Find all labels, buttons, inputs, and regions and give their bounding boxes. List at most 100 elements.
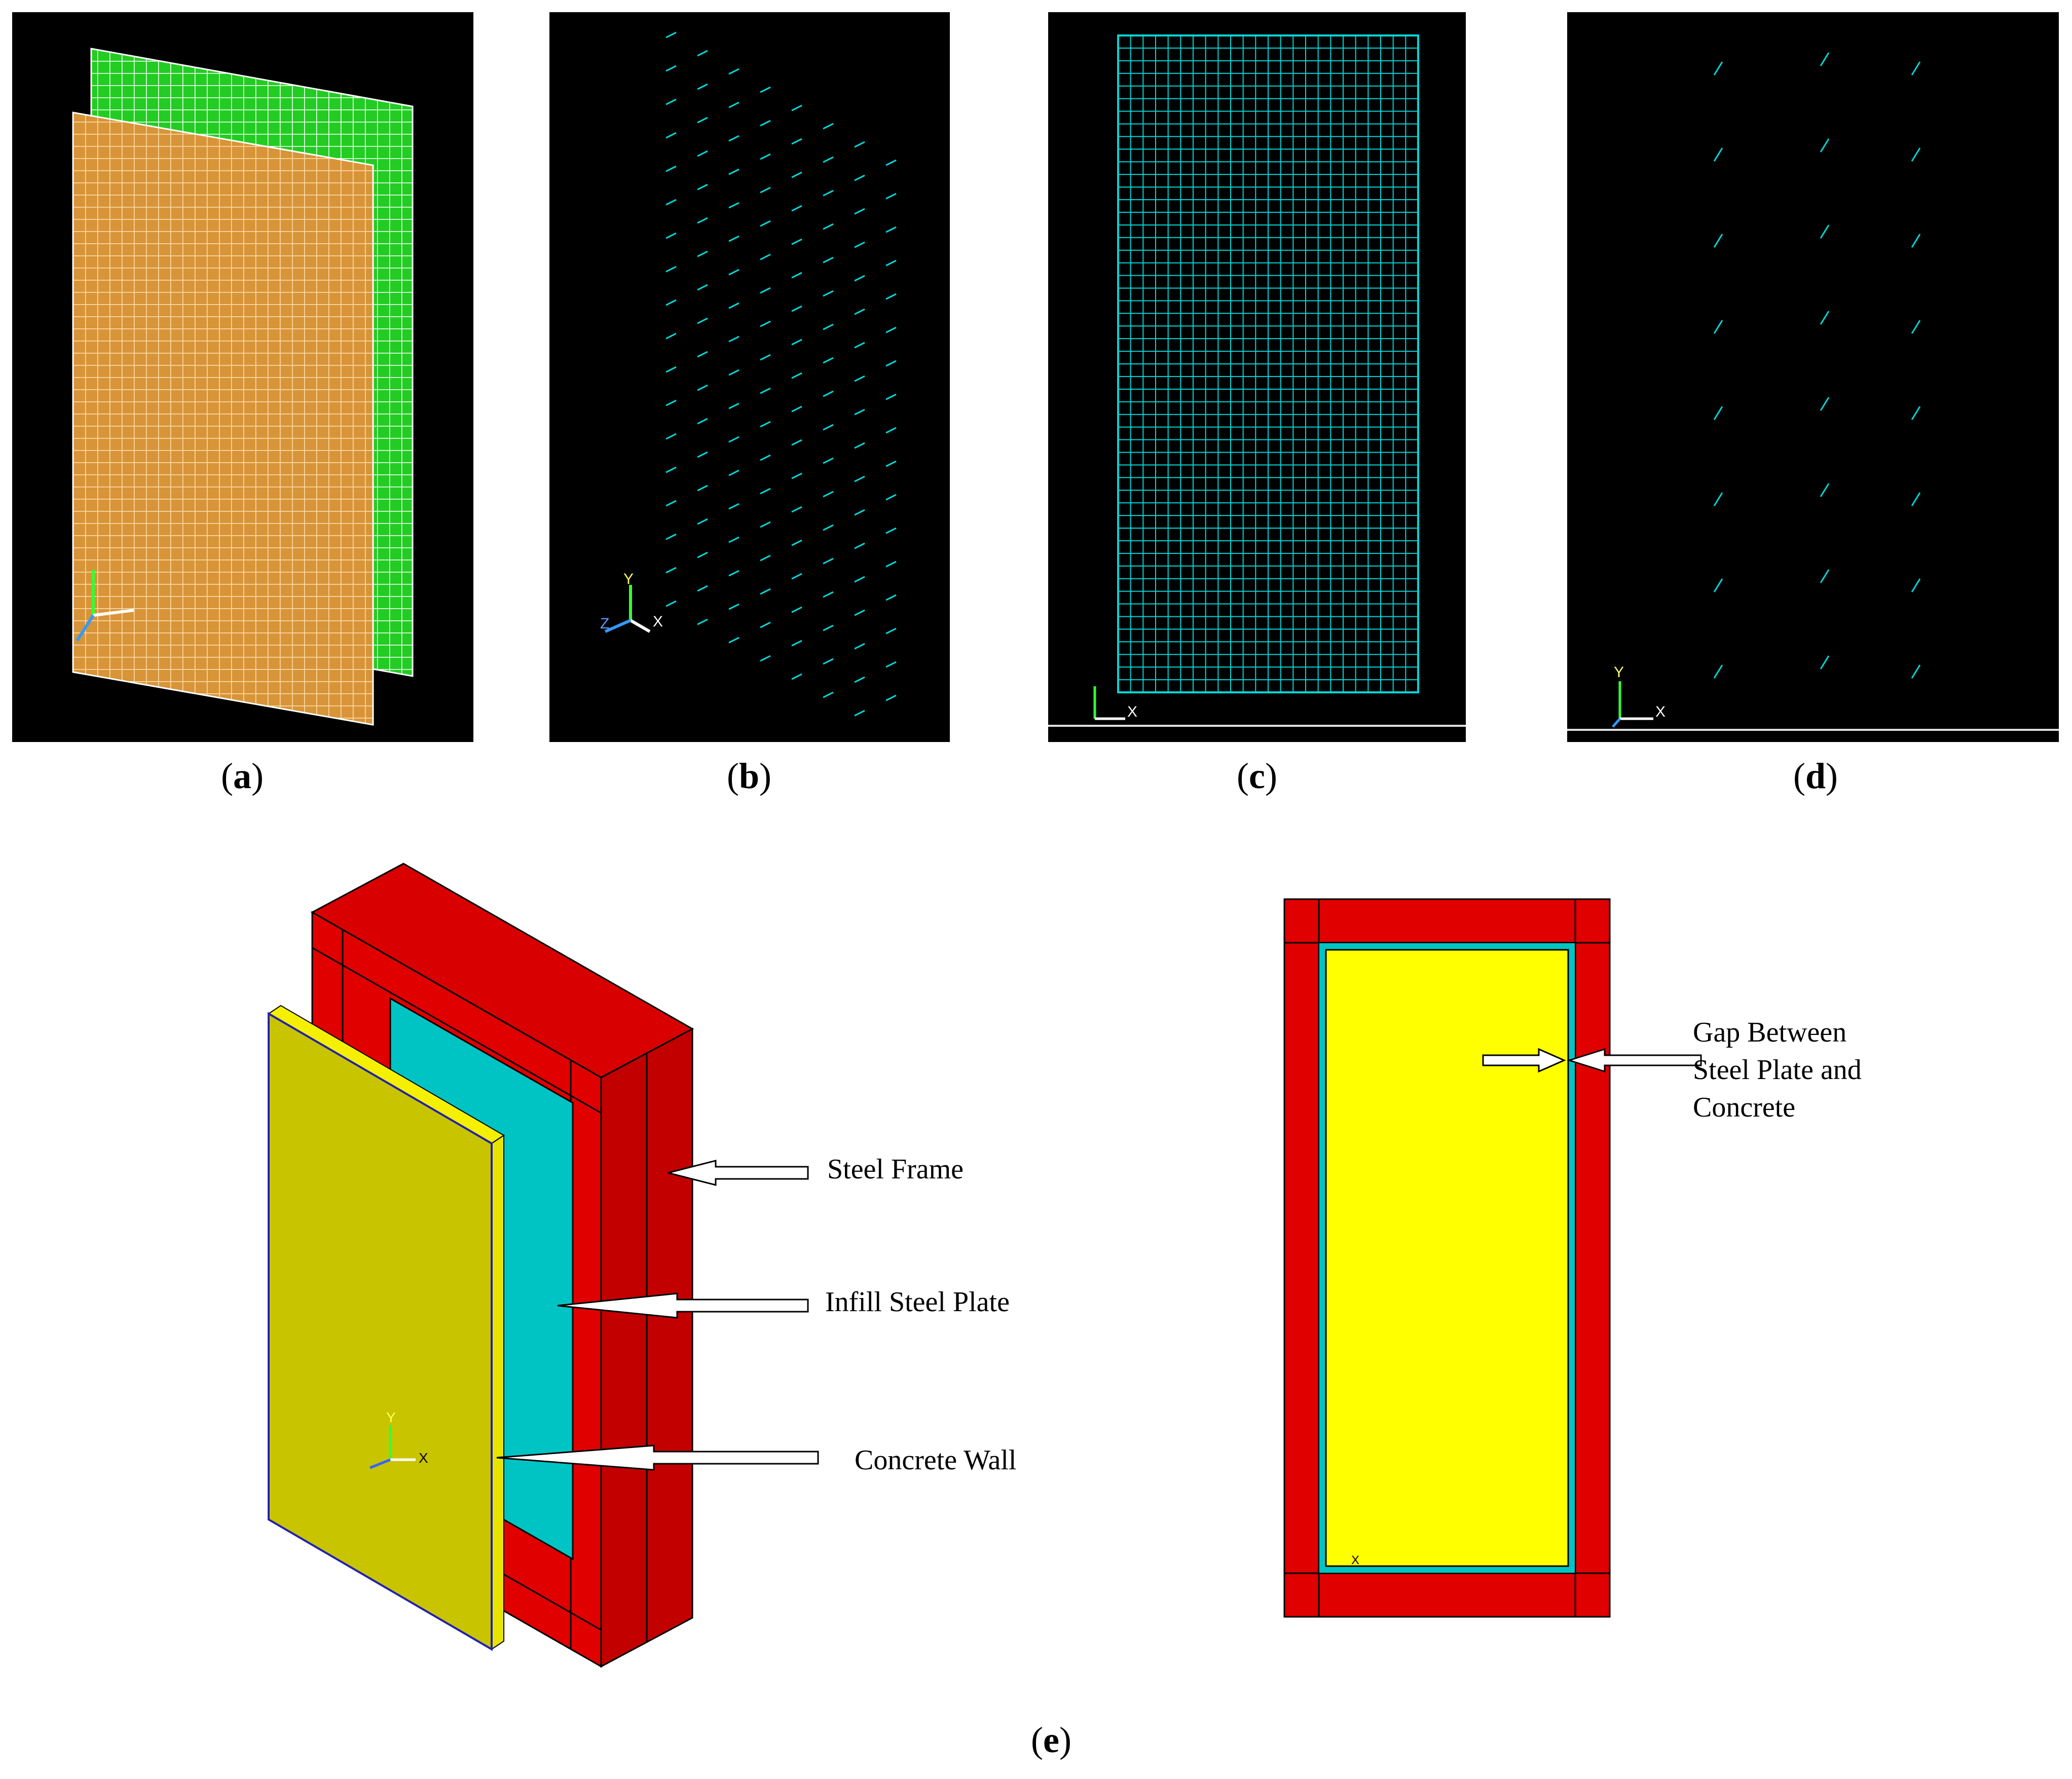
link-element-dash [823, 390, 834, 397]
link-element-dash [791, 640, 802, 647]
link-element-dash [697, 418, 708, 425]
link-element-dash [854, 275, 865, 282]
label-concrete-wall: Concrete Wall [855, 1444, 1017, 1476]
link-element-dash [791, 238, 802, 245]
panel-d-graphic: Y X [1567, 52, 2059, 731]
panel-b-link-elements-3d: Y X Z [549, 12, 950, 742]
link-element-dash [854, 475, 865, 483]
link-element-dash [823, 190, 834, 197]
concrete-wall-3d [268, 1005, 505, 1651]
link-element-dash [791, 171, 802, 178]
link-element-dash [665, 232, 677, 239]
axis-y-label: Y [386, 1410, 396, 1425]
link-element-dash [697, 250, 708, 257]
link-element-dash [728, 402, 739, 410]
link-element-dash [823, 524, 834, 531]
link-element-dash [1713, 578, 1723, 592]
link-element-dash [854, 710, 865, 717]
wall-front-face [268, 1012, 493, 1651]
link-element-dash [697, 451, 708, 458]
link-element-dash [728, 302, 739, 309]
axis-triad-icon [76, 570, 134, 642]
link-element-dash [665, 600, 677, 607]
link-element-dash [885, 193, 897, 200]
link-element-dash [697, 83, 708, 90]
link-element-dash [854, 442, 865, 449]
link-element-dash [1820, 483, 1830, 497]
link-element-dash [697, 50, 708, 57]
link-element-dash [760, 220, 771, 227]
link-element-dash [665, 98, 677, 105]
link-element-dash [728, 503, 739, 510]
link-element-dash [1911, 664, 1921, 679]
link-element-dash [791, 305, 802, 312]
link-element-dash [823, 624, 834, 632]
link-element-dash [885, 393, 897, 400]
link-element-dash [791, 539, 802, 546]
link-element-dash [823, 691, 834, 698]
link-element-dash [823, 591, 834, 598]
link-element-dash [728, 536, 739, 543]
link-element-dash [854, 576, 865, 583]
panel-b-graphic: Y X Z [600, 31, 897, 717]
link-element-dash [665, 433, 677, 440]
orange-mesh-layer [72, 112, 374, 726]
link-element-dash [1820, 397, 1830, 411]
link-element-dash [665, 332, 677, 340]
link-element-dash [791, 472, 802, 479]
link-element-dash [885, 260, 897, 267]
link-element-dash [854, 308, 865, 315]
link-element-dash [823, 457, 834, 464]
link-element-dash [1820, 225, 1830, 239]
link-element-dash [760, 287, 771, 294]
link-element-dash [823, 256, 834, 264]
link-element-dash [885, 360, 897, 367]
link-element-dash [791, 272, 802, 279]
link-element-dash [791, 405, 802, 413]
concrete-section [1325, 949, 1569, 1567]
link-element-dash [885, 594, 897, 601]
link-element-dash [854, 676, 865, 683]
link-element-dash [791, 205, 802, 212]
axis-x-label: X [419, 1450, 428, 1466]
axis-triad-icon: Y X [369, 1410, 428, 1469]
link-element-dash [760, 488, 771, 495]
link-element-dash [728, 101, 739, 108]
link-element-dash [823, 123, 834, 130]
link-element-dash [728, 336, 739, 343]
link-element-dash [665, 299, 677, 306]
link-element-dash [1713, 406, 1723, 420]
link-element-dash [823, 156, 834, 163]
caption-c: (c) [1237, 756, 1277, 796]
link-element-dash [1713, 492, 1723, 506]
link-element-dash [791, 339, 802, 346]
link-element-dash [760, 554, 771, 562]
link-element-dash [854, 509, 865, 516]
axis-x-label: X [1351, 1553, 1359, 1567]
link-element-dash [1911, 492, 1921, 506]
label-steel-frame: Steel Frame [827, 1154, 964, 1185]
link-element-dash [823, 424, 834, 431]
link-element-dash [854, 409, 865, 416]
link-element-dash [728, 202, 739, 209]
link-element-dash [791, 573, 802, 580]
panel-d-link-elements-front: Y X [1567, 12, 2059, 742]
link-element-dash [823, 290, 834, 297]
link-element-dash [760, 521, 771, 528]
link-element-dash [885, 627, 897, 635]
link-element-dash [665, 399, 677, 406]
link-element-dash [791, 439, 802, 446]
link-element-dash [1820, 138, 1830, 153]
link-element-dash [697, 384, 708, 391]
link-element-dash [854, 643, 865, 650]
caption-a: (a) [221, 756, 264, 796]
link-element-dash [665, 533, 677, 540]
link-element-dash [697, 217, 708, 224]
link-element-dash [791, 606, 802, 613]
link-element-dash [1713, 147, 1723, 162]
link-element-dash [885, 460, 897, 467]
link-element-dash [760, 153, 771, 160]
link-element-dash [697, 485, 708, 492]
caption-e: (e) [1031, 1720, 1071, 1760]
link-element-dash [885, 226, 897, 233]
